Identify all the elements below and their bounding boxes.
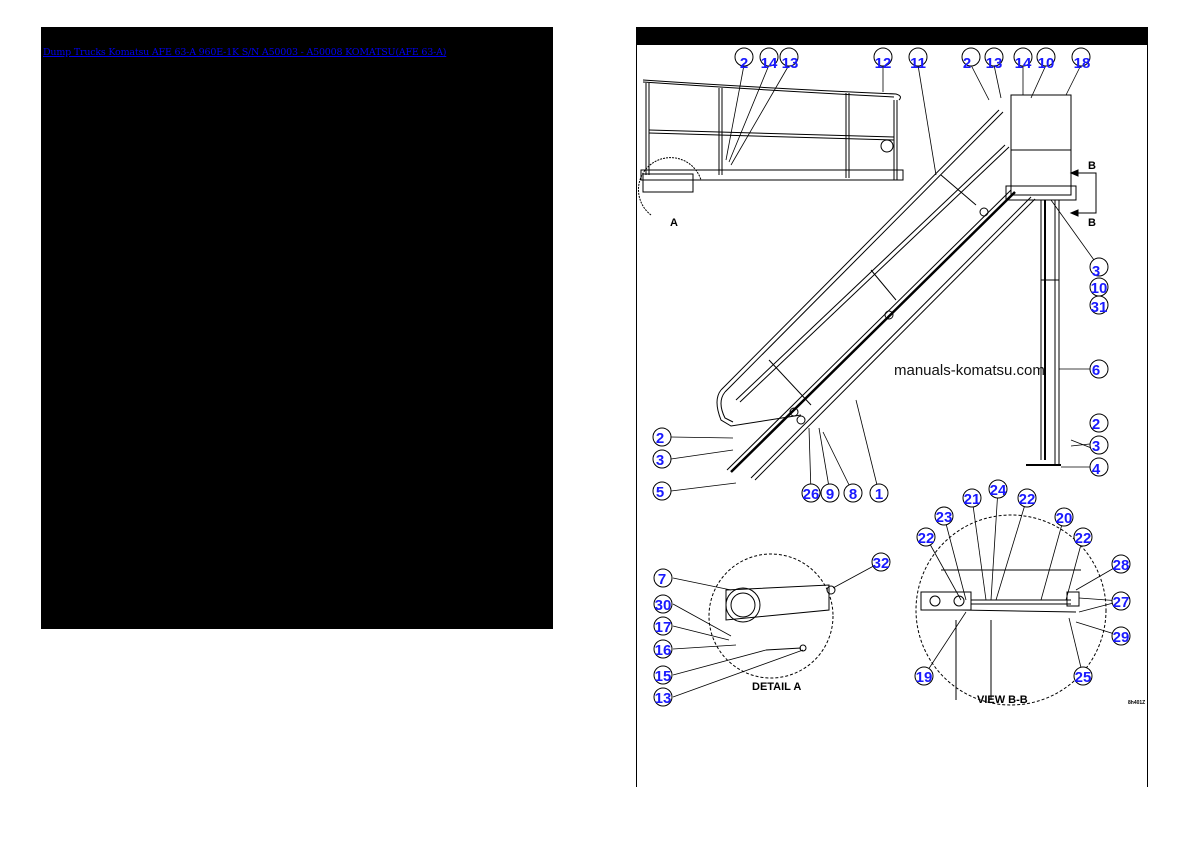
section-marker-bottom: B xyxy=(1088,217,1096,229)
callout[interactable]: 13 xyxy=(655,690,672,707)
callout[interactable]: 3 xyxy=(1092,438,1100,455)
callout[interactable]: 28 xyxy=(1113,557,1130,574)
callout[interactable]: 3 xyxy=(656,452,664,469)
callout[interactable]: 10 xyxy=(1091,280,1108,297)
diagram-header-bar xyxy=(637,27,1147,45)
detail-a-marker: A xyxy=(670,217,678,229)
figure-id: 8h401Z xyxy=(1128,700,1145,706)
callout[interactable]: 23 xyxy=(936,509,953,526)
callout[interactable]: 13 xyxy=(986,55,1003,72)
callout[interactable]: 7 xyxy=(658,571,666,588)
callout[interactable]: 17 xyxy=(655,619,672,636)
watermark: manuals-komatsu.com xyxy=(894,362,1045,379)
detail-a-caption: DETAIL A xyxy=(752,681,801,693)
view-bb-caption: VIEW B-B xyxy=(977,694,1028,706)
breadcrumb-link-model[interactable]: AFE 63-A 960E-1K S/N A50003 - A50008 KOM… xyxy=(151,47,447,58)
callout[interactable]: 4 xyxy=(1092,461,1101,478)
callout[interactable]: 21 xyxy=(964,491,981,508)
parts-diagram-panel: 2 14 13 12 11 2 13 14 10 18 3 10 31 6 2 … xyxy=(636,27,1148,787)
callout[interactable]: 12 xyxy=(875,55,892,72)
callout[interactable]: 14 xyxy=(1015,55,1032,72)
callout[interactable]: 20 xyxy=(1056,510,1073,527)
callout[interactable]: 18 xyxy=(1074,55,1091,72)
callout[interactable]: 11 xyxy=(910,55,926,72)
document-viewer-panel: Dump Trucks Komatsu AFE 63-A 960E-1K S/N… xyxy=(41,27,553,629)
callout[interactable]: 6 xyxy=(1092,362,1100,379)
callout[interactable]: 16 xyxy=(655,642,672,659)
callout[interactable]: 5 xyxy=(656,484,664,501)
callout[interactable]: 30 xyxy=(655,597,672,614)
callout[interactable]: 2 xyxy=(963,55,971,72)
callout[interactable]: 24 xyxy=(990,482,1007,499)
parts-diagram: 2 14 13 12 11 2 13 14 10 18 3 10 31 6 2 … xyxy=(638,47,1145,707)
callout[interactable]: 8 xyxy=(849,486,857,503)
callout[interactable]: 25 xyxy=(1075,669,1092,686)
callout[interactable]: 1 xyxy=(875,486,883,503)
callout[interactable]: 22 xyxy=(1019,491,1036,508)
callout[interactable]: 29 xyxy=(1113,629,1130,646)
breadcrumb: Dump Trucks Komatsu AFE 63-A 960E-1K S/N… xyxy=(43,47,446,58)
callout[interactable]: 2 xyxy=(1092,416,1100,433)
callout[interactable]: 31 xyxy=(1091,299,1108,316)
callout[interactable]: 9 xyxy=(826,486,834,503)
section-marker-top: B xyxy=(1088,160,1096,172)
callout[interactable]: 14 xyxy=(761,55,778,72)
callout[interactable]: 22 xyxy=(918,530,935,547)
callout[interactable]: 2 xyxy=(740,55,748,72)
callout[interactable]: 22 xyxy=(1075,530,1092,547)
callout[interactable]: 15 xyxy=(655,668,672,685)
callout[interactable]: 3 xyxy=(1092,263,1100,280)
callout[interactable]: 32 xyxy=(873,555,890,572)
callout[interactable]: 19 xyxy=(916,669,933,686)
callout[interactable]: 10 xyxy=(1038,55,1055,72)
callout[interactable]: 2 xyxy=(656,430,664,447)
callout[interactable]: 27 xyxy=(1113,594,1130,611)
breadcrumb-link-category[interactable]: Dump Trucks Komatsu xyxy=(43,47,150,58)
callout[interactable]: 13 xyxy=(782,55,799,72)
callout[interactable]: 26 xyxy=(803,486,820,503)
